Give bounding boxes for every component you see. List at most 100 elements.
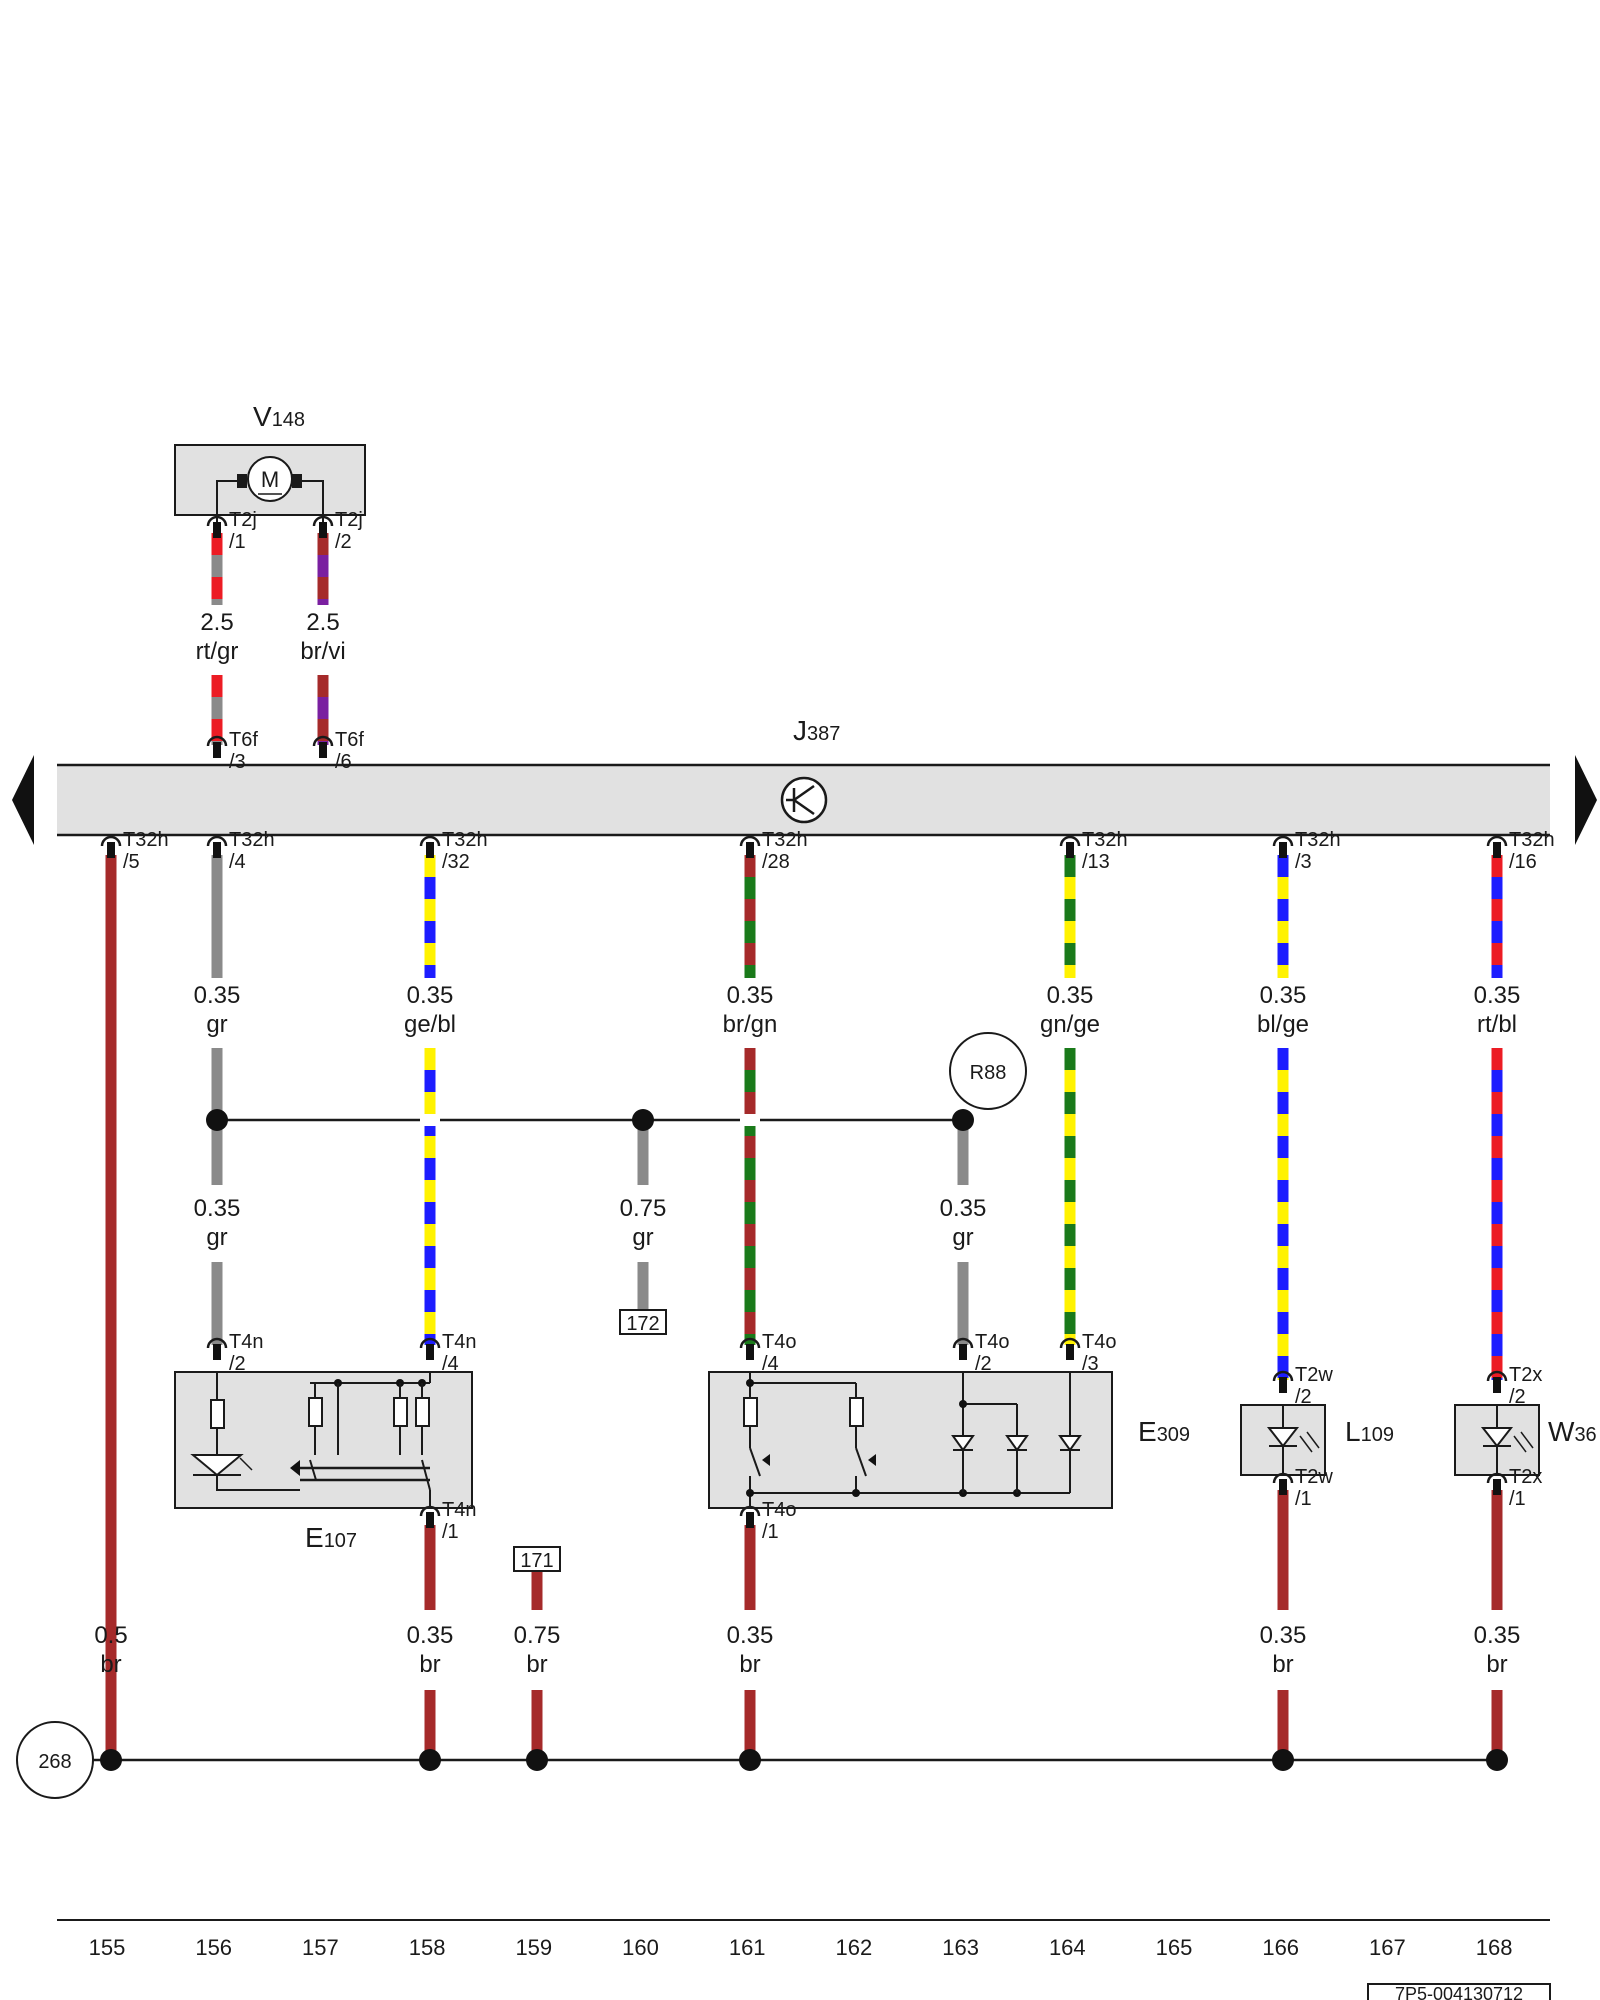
wire-160-gr: [637, 1120, 649, 1185]
connector-t32h-3: T32h/3: [1272, 829, 1341, 873]
wire-size: 0.35: [194, 982, 241, 1009]
ref-172: 172: [619, 1309, 667, 1335]
junction-dot: [739, 1749, 761, 1771]
wire-size: 0.75: [620, 1195, 667, 1222]
wire-161-br-lower: [744, 1690, 756, 1760]
l109-lamp: L109: [1240, 1404, 1394, 1476]
wire-156-upper: [211, 855, 223, 978]
connector-t2j-2: T2j/2: [312, 509, 363, 553]
e107-box: [174, 1371, 473, 1509]
track-number: 166: [1262, 1935, 1299, 1960]
connector-name: T2w: [1295, 1466, 1333, 1488]
wire-168-br-upper: [1491, 1490, 1503, 1610]
connector-t32h-13: T32h/13: [1059, 829, 1128, 873]
connector-name: T2x: [1509, 1364, 1542, 1386]
connector-t2j-1: T2j/1: [206, 509, 257, 553]
motor-icon: [247, 456, 293, 502]
connector-t6f-6: T6f/6: [312, 729, 364, 773]
wire-164-lower: [1064, 1048, 1076, 1345]
ground-ref-circle: [16, 1721, 94, 1799]
r88-circle: [949, 1032, 1027, 1110]
wire-158-geb-lower: [424, 1048, 436, 1345]
wire-segments: [105, 533, 1503, 1760]
connector-pin: /32: [442, 851, 470, 873]
track-number: 158: [409, 1935, 446, 1960]
wire-color: gn/ge: [1040, 1011, 1100, 1038]
wire-157-lower: [211, 675, 223, 745]
connector-name: T4o: [1082, 1331, 1116, 1353]
connector-pin: /2: [335, 531, 352, 553]
connector-t32h-5: T32h/5: [100, 829, 169, 873]
connector-name: T2j: [335, 509, 363, 531]
wire-size: 0.35: [727, 1622, 774, 1649]
junction-dot: [526, 1749, 548, 1771]
wire-size: 0.5: [94, 1622, 127, 1649]
connector-pin: /5: [123, 851, 140, 873]
wire-color: br: [1272, 1651, 1293, 1678]
track-number: 159: [515, 1935, 552, 1960]
gr-bus: [206, 1109, 974, 1131]
track-number: 162: [836, 1935, 873, 1960]
v148-motor: M V148: [174, 401, 366, 530]
continue-left-arrow: [12, 755, 34, 845]
connector-pin: /13: [1082, 851, 1110, 873]
track-number: 161: [729, 1935, 766, 1960]
wire-166-lower: [1277, 1048, 1289, 1380]
connector-t4o-3: T4o/3: [1059, 1331, 1116, 1375]
connector-name: T32h: [229, 829, 275, 851]
connector-pin: /2: [1295, 1386, 1312, 1408]
wire-159-br-lower: [531, 1690, 543, 1760]
connector-name: T32h: [1082, 829, 1128, 851]
wire-161-upper: [744, 855, 756, 978]
connector-pin: /2: [229, 1353, 246, 1375]
connector-t2w-1: T2w/1: [1272, 1466, 1333, 1510]
track-number: 157: [302, 1935, 339, 1960]
track-number: 165: [1156, 1935, 1193, 1960]
wire-color: bl/ge: [1257, 1011, 1309, 1038]
wire-color: gr: [206, 1011, 227, 1038]
r88-reference: R88: [949, 1032, 1027, 1110]
motor-symbol: M: [261, 467, 279, 492]
wire-color: br: [100, 1651, 121, 1678]
wire-color: br: [419, 1651, 440, 1678]
wire-color: ge/bl: [404, 1011, 456, 1038]
wire-color: br: [739, 1651, 760, 1678]
wire-161-lower: [744, 1048, 756, 1345]
wire-159-br-upper: [531, 1570, 543, 1610]
connector-t32h-32: T32h/32: [419, 829, 488, 873]
connector-t6f-3: T6f/3: [206, 729, 258, 773]
connector-pin: /4: [229, 851, 246, 873]
wire-168-lower: [1491, 1048, 1503, 1380]
connector-t4n-2: T4n/2: [206, 1331, 263, 1375]
e107-label: E107: [305, 1522, 357, 1553]
wire-color: gr: [632, 1224, 653, 1251]
junction-dot: [632, 1109, 654, 1131]
wire-label: 2.5rt/gr: [196, 609, 239, 665]
junction-dot: [1272, 1749, 1294, 1771]
junction-dot: [419, 1749, 441, 1771]
led-icon: [1266, 1427, 1300, 1448]
wire-164-upper: [1064, 855, 1076, 978]
wire-158-br-lower: [424, 1690, 436, 1760]
connector-name: T32h: [442, 829, 488, 851]
connector-t4n-1: T4n/1: [419, 1499, 476, 1543]
connector-t2w-2: T2w/2: [1272, 1364, 1333, 1408]
connector-pin: /28: [762, 851, 790, 873]
wire-size: 0.35: [1260, 982, 1307, 1009]
wire-158-geb-upper: [424, 855, 436, 978]
connector-name: T6f: [229, 729, 258, 751]
wire-color: br/vi: [300, 638, 345, 665]
wire-168-upper: [1491, 855, 1503, 978]
track-number: 156: [195, 1935, 232, 1960]
l109-label: L109: [1345, 1416, 1394, 1447]
